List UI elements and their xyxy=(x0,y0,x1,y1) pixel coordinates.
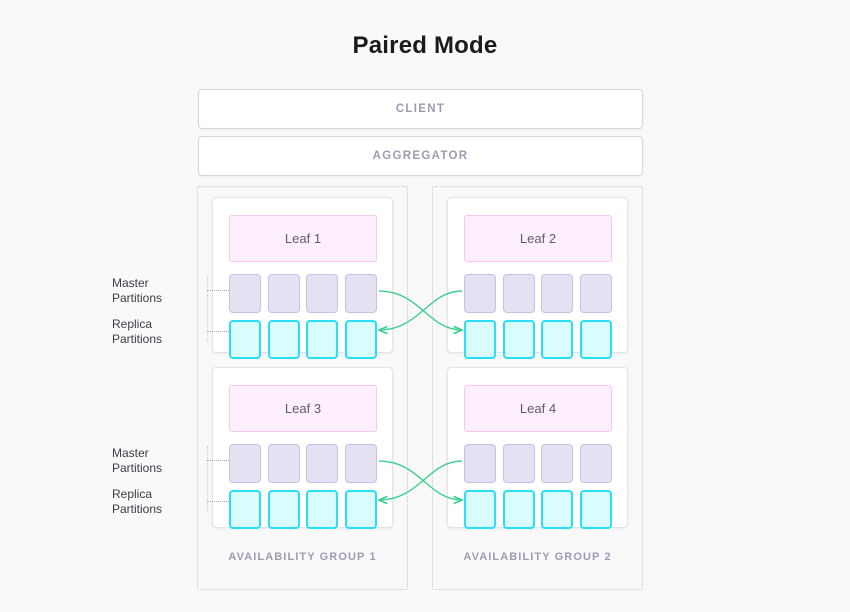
master-partition[interactable] xyxy=(579,274,612,313)
replica-partition[interactable] xyxy=(344,490,377,529)
master-annotation-line2: Partitions xyxy=(112,461,163,475)
leader-line-vertical-bottom xyxy=(207,446,208,512)
master-partition[interactable] xyxy=(306,444,339,483)
replica-partition[interactable] xyxy=(306,320,339,359)
replica-annotation-line1: Replica xyxy=(112,317,153,331)
aggregator-label: AGGREGATOR xyxy=(372,150,469,162)
leader-line-replica-top xyxy=(207,331,229,332)
availability-group-2-label: AVAILABILITY GROUP 2 xyxy=(463,551,612,563)
client-label: CLIENT xyxy=(395,103,446,115)
replica-partition[interactable] xyxy=(541,320,574,359)
master-partition[interactable] xyxy=(267,274,300,313)
leader-line-master-bottom xyxy=(207,460,229,461)
leaf-box-leaf-4[interactable]: Leaf 4 xyxy=(464,385,612,432)
master-partition-row-leaf-2 xyxy=(464,274,612,313)
leader-line-vertical-top xyxy=(207,276,208,342)
master-partition-row-leaf-1 xyxy=(229,274,377,313)
replica-partition[interactable] xyxy=(579,490,612,529)
leaf-card-leaf-1[interactable]: Leaf 1 xyxy=(212,197,393,359)
master-partition[interactable] xyxy=(502,444,535,483)
master-partition[interactable] xyxy=(229,274,261,313)
replica-partitions-annotation-top: Replica Partitions xyxy=(112,317,204,347)
client-node[interactable]: CLIENT xyxy=(198,89,643,129)
replica-partition[interactable] xyxy=(464,320,496,359)
replica-partition[interactable] xyxy=(502,490,535,529)
replica-annotation-line1: Replica xyxy=(112,487,153,501)
aggregator-node[interactable]: AGGREGATOR xyxy=(198,136,643,176)
replica-partition[interactable] xyxy=(229,490,261,529)
replica-partition[interactable] xyxy=(541,490,574,529)
master-partition[interactable] xyxy=(502,274,535,313)
leader-line-replica-bottom xyxy=(207,501,229,502)
replica-partition[interactable] xyxy=(229,320,261,359)
replica-partition[interactable] xyxy=(502,320,535,359)
leaf-label: Leaf 4 xyxy=(519,401,557,416)
leaf-card-leaf-3[interactable]: Leaf 3 xyxy=(212,367,393,529)
leaf-card-leaf-2[interactable]: Leaf 2 xyxy=(447,197,628,359)
master-partition[interactable] xyxy=(541,274,574,313)
page-title: Paired Mode xyxy=(352,32,498,59)
replica-annotation-line2: Partitions xyxy=(112,502,163,516)
leader-line-master-top xyxy=(207,290,229,291)
leaf-box-leaf-2[interactable]: Leaf 2 xyxy=(464,215,612,262)
replica-partition[interactable] xyxy=(464,490,496,529)
master-annotation-line2: Partitions xyxy=(112,291,163,305)
master-partitions-annotation-top: Master Partitions xyxy=(112,276,204,306)
leaf-label: Leaf 1 xyxy=(284,231,322,246)
availability-group-1[interactable]: Leaf 1 Leaf 3 xyxy=(197,186,408,590)
replica-partition[interactable] xyxy=(306,490,339,529)
leaf-label: Leaf 2 xyxy=(519,231,557,246)
master-partition[interactable] xyxy=(464,444,496,483)
replica-annotation-line2: Partitions xyxy=(112,332,163,346)
availability-group-2[interactable]: Leaf 2 Leaf 4 xyxy=(432,186,643,590)
master-partition[interactable] xyxy=(306,274,339,313)
replica-partition[interactable] xyxy=(579,320,612,359)
master-partition[interactable] xyxy=(344,444,377,483)
replica-partition-row-leaf-2 xyxy=(464,320,612,359)
master-partition-row-leaf-4 xyxy=(464,444,612,483)
replica-partition[interactable] xyxy=(344,320,377,359)
leaf-label: Leaf 3 xyxy=(284,401,322,416)
master-partitions-annotation-bottom: Master Partitions xyxy=(112,446,204,476)
master-partition[interactable] xyxy=(541,444,574,483)
replica-partition-row-leaf-1 xyxy=(229,320,377,359)
master-partition[interactable] xyxy=(579,444,612,483)
master-partition[interactable] xyxy=(464,274,496,313)
replica-partition[interactable] xyxy=(267,320,300,359)
replica-partitions-annotation-bottom: Replica Partitions xyxy=(112,487,204,517)
master-partition[interactable] xyxy=(344,274,377,313)
replica-partition[interactable] xyxy=(267,490,300,529)
leaf-box-leaf-3[interactable]: Leaf 3 xyxy=(229,385,377,432)
master-partition[interactable] xyxy=(267,444,300,483)
master-annotation-line1: Master xyxy=(112,276,149,290)
master-partition-row-leaf-3 xyxy=(229,444,377,483)
replica-partition-row-leaf-4 xyxy=(464,490,612,529)
master-annotation-line1: Master xyxy=(112,446,149,460)
replica-partition-row-leaf-3 xyxy=(229,490,377,529)
availability-group-1-label: AVAILABILITY GROUP 1 xyxy=(228,551,377,563)
leaf-card-leaf-4[interactable]: Leaf 4 xyxy=(447,367,628,529)
leaf-box-leaf-1[interactable]: Leaf 1 xyxy=(229,215,377,262)
master-partition[interactable] xyxy=(229,444,261,483)
